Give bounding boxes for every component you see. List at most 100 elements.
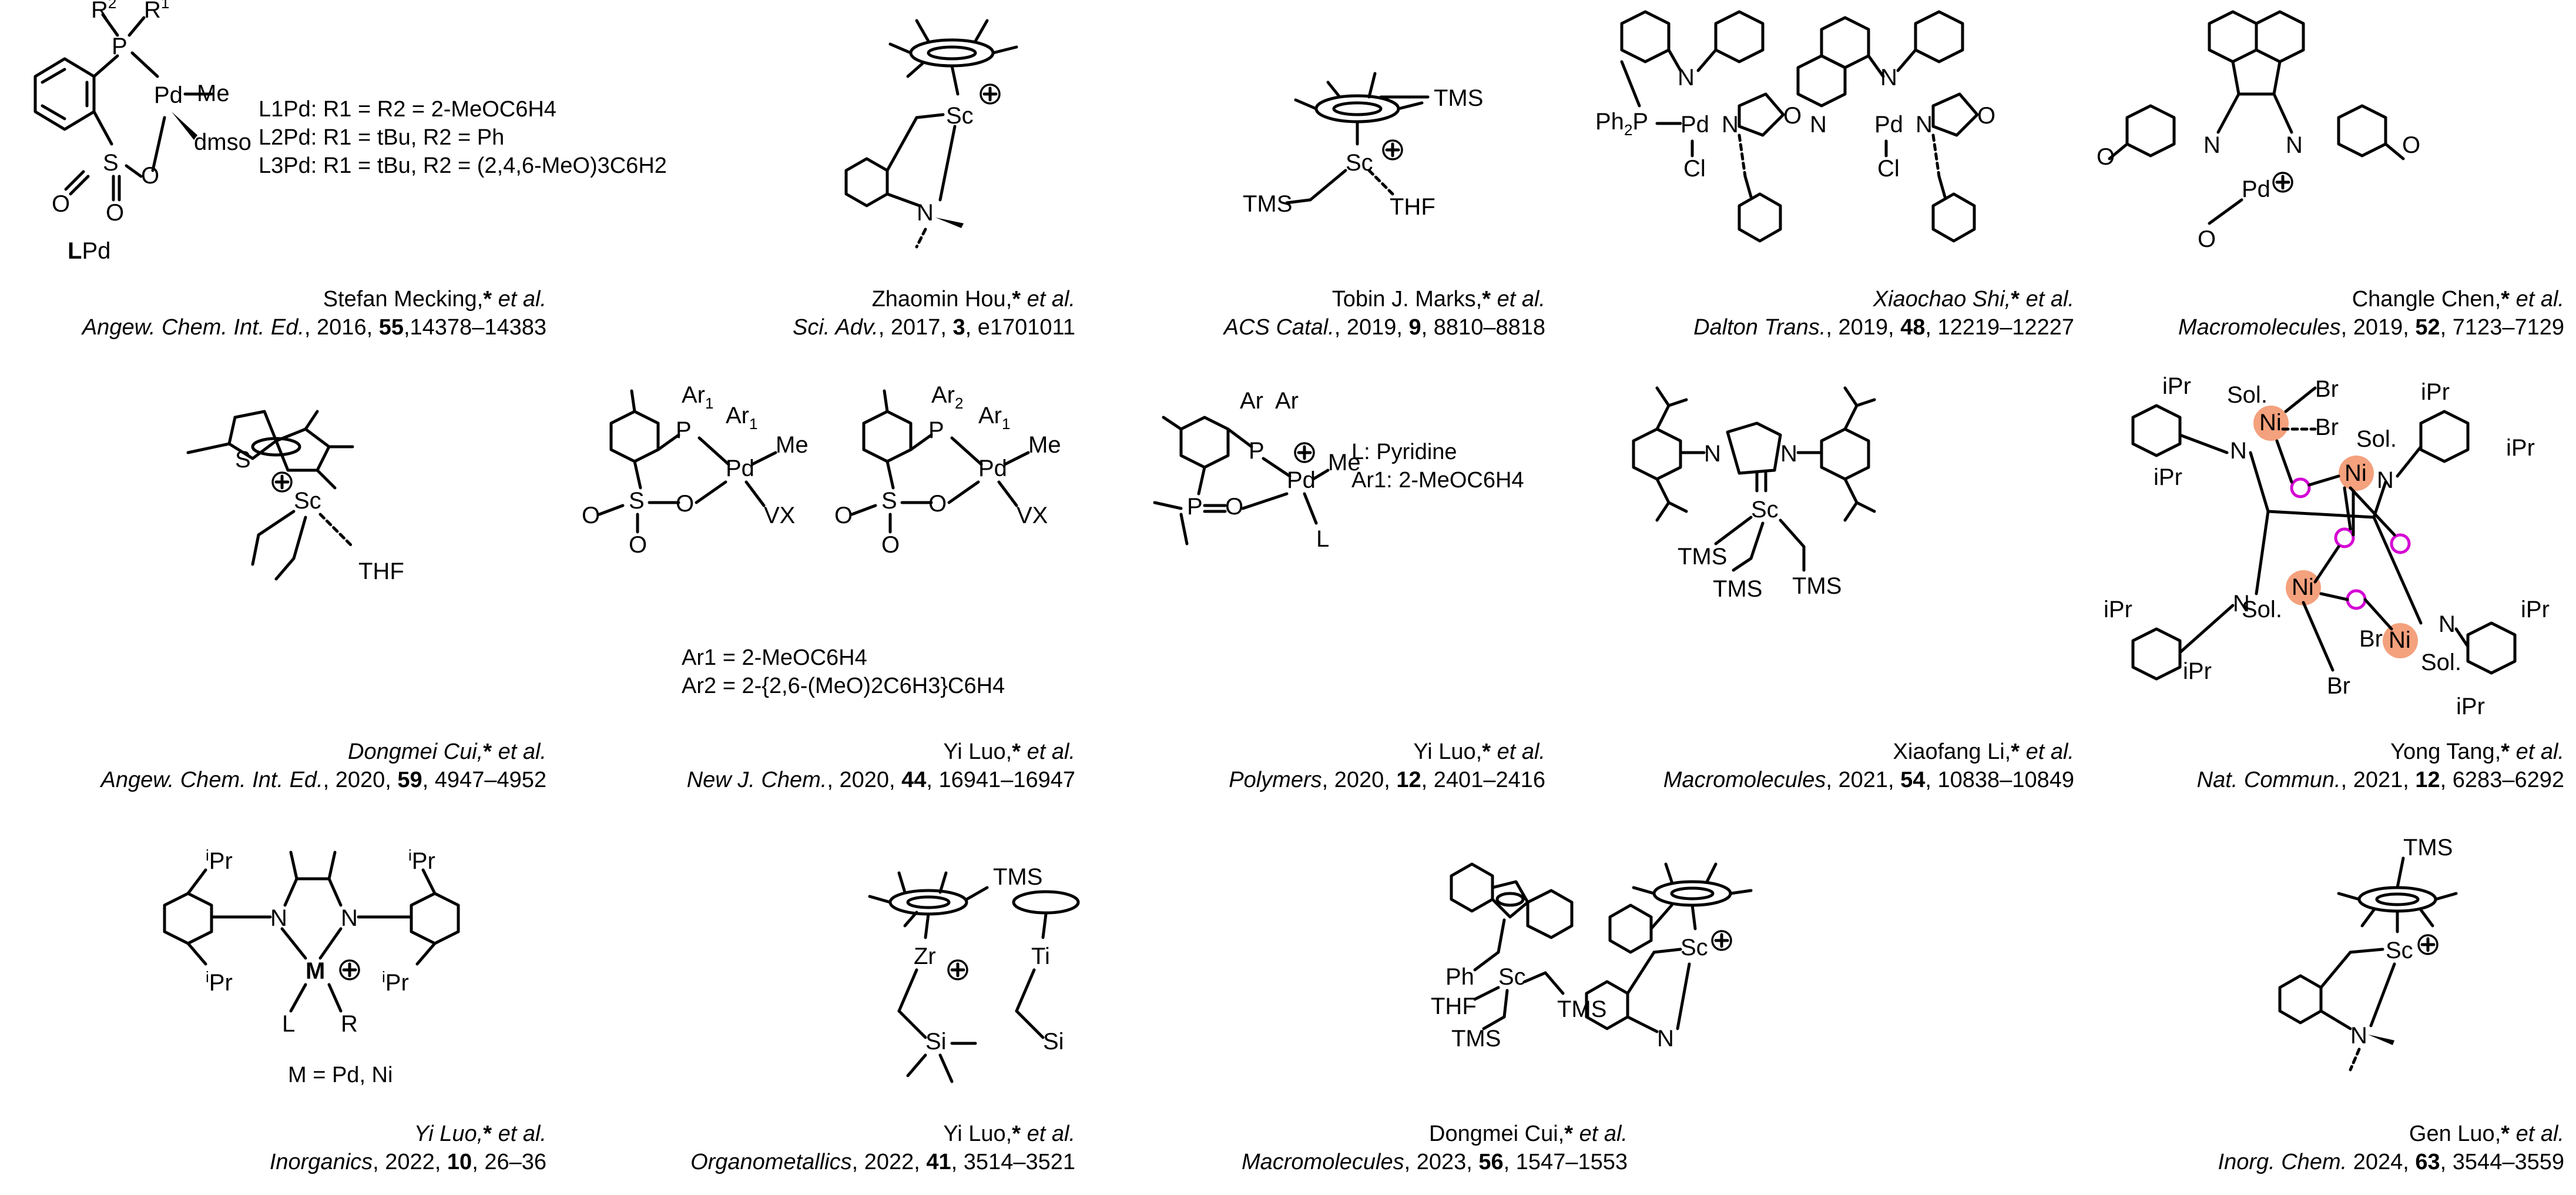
atom-vx2: VX [1017,503,1048,528]
atom-o: O [1225,494,1243,520]
atom-ipr-8: iPr [2456,694,2485,719]
atom-ipr-7: iPr [2521,597,2550,622]
atom-n-2: N [2377,467,2394,493]
citation-year: , 2019, [1334,315,1409,340]
atom-n: N [1657,1026,1674,1052]
citation-year: , 2017, [878,315,953,340]
atom-sol-2: Sol. [2356,426,2397,452]
citation-year: , 2023, [1404,1150,1479,1174]
atom-tms-1: TMS [1451,1026,1501,1052]
atom-sc: Sc [2386,938,2413,963]
aryl-legend: Ar1 = 2-MeOC6H4 Ar2 = 2-{2,6-(MeO)2C6H3}… [682,644,1005,700]
atom-vx: VX [764,503,795,528]
atom-n-2: N [341,905,358,931]
citation-pages: ,14378–14383 [403,315,546,340]
atom-s: S [103,150,119,176]
citation-shi: Xiaochao Shi,* et al. Dalton Trans., 201… [1693,287,2074,340]
atom-r: R [341,1011,358,1037]
atom-tms-2: TMS [1557,996,1606,1022]
oxygen-4 [2346,589,2367,610]
panel-luo-organometallics: TMS Zr Si TMS Ti Si Yi Luo,* et al. Orga… [564,823,1093,1195]
citation-luo-inorganics: Yi Luo,* et al. Inorganics, 2022, 10, 26… [269,1122,546,1174]
citation-pages: , 10838–10849 [1925,768,2074,792]
citation-year: , 2022, [851,1150,927,1174]
citation-year: , 2021, [1826,768,1901,792]
label-lpd: LPd [68,238,110,264]
atom-pd: Pd [154,82,183,108]
ni-highlight-4 [2383,623,2418,658]
citation-pages: , 2401–2416 [1421,768,1545,792]
panel-hou: Sc N Zhaomin Hou,* et al. Sci. Adv., 201… [564,0,1093,353]
citation-author: Zhaomin Hou, [871,287,1012,312]
atom-ar-1: Ar [1240,388,1263,414]
atom-thf: THF [358,558,404,584]
citation-pages: , 1547–1553 [1503,1150,1628,1174]
citation-author: Dongmei Cui, [348,739,484,764]
citation-volume: 12 [2415,768,2440,792]
panel-luo-njc: P Ar1 Ar1 Pd Me VX S O O O P Ar2 Ar1 Pd … [564,376,1093,805]
citation-volume: 52 [2415,315,2440,340]
legend-l1pd: L1Pd: R1 = R2 = 2-MeOC6H4 [259,97,556,122]
atom-o2: O [106,200,124,226]
citation-pages: , 8810–8818 [1421,315,1545,340]
ligand-legend: L1Pd: R1 = R2 = 2-MeOC6H4 L2Pd: R1 = tBu… [259,95,667,180]
atom-o3: O [141,163,159,189]
oxygen-1 [2290,477,2311,498]
legend-ar2: Ar2 = 2-{2,6-(MeO)2C6H3}C6H4 [682,674,1005,698]
atom-o1: O [52,191,70,217]
citation-year: , 2020, [827,768,902,792]
citation-author: Gen Luo, [2409,1122,2501,1146]
citation-cui-2020: Dongmei Cui,* et al. Angew. Chem. Int. E… [100,739,546,792]
panel-marks: TMS Sc TMS THF Tobin J. Marks,* et al. A… [1093,0,1563,353]
citation-marks: Tobin J. Marks,* et al. ACS Catal., 2019… [1223,287,1545,340]
citation-year: 2024, [2347,1150,2416,1174]
atom-me-label-2: Me [1028,432,1061,458]
citation-journal: Macromolecules [1663,768,1826,792]
citation-year: , 2020, [323,768,398,792]
citation-star: * [483,287,492,312]
citation-volume: 3 [952,315,965,340]
atom-p: P [112,34,128,59]
atom-ph: Ph [1445,964,1474,990]
atom-n-1: N [270,905,287,931]
atom-ipr-4: iPr [382,968,409,996]
atom-ni-2: Ni [2344,460,2367,486]
atom-dmso: dmso [194,129,251,155]
atom-ipr-6: iPr [2183,658,2212,684]
atom-ph2p: Ph2P [1595,109,1648,139]
citation-hou: Zhaomin Hou,* et al. Sci. Adv., 2017, 3,… [793,287,1075,340]
citation-author: Yi Luo, [943,1122,1012,1146]
atom-o4: O [834,503,853,528]
panel-mecking: P R2 R1 Pd Me Me dmso S O O O LPd L1Pd: … [0,0,667,353]
citation-journal: Angew. Chem. Int. Ed. [82,315,304,340]
citation-journal: Sci. Adv. [793,315,878,340]
atom-n: N [917,200,934,226]
citation-author: Tobin J. Marks, [1331,287,1482,312]
atom-cl2: Cl [1877,156,1900,182]
citation-volume: 44 [901,768,927,792]
atom-sc-1: Sc [1498,964,1526,990]
panel-li: N N Sc TMS TMS TMS Xiaofang Li,* et al. … [1563,376,2092,805]
citation-volume: 12 [1396,768,1421,792]
structure-fluorenyl-sc-pair: Ph Sc THF TMS TMS Sc N [1431,862,1753,1052]
citation-luo-organometallics: Yi Luo,* et al. Organometallics, 2022, 4… [690,1122,1075,1174]
panel-cui-2023: Ph Sc THF TMS TMS Sc N Dongmei Cui,* et … [1093,823,1775,1195]
legend-ar1: Ar1: 2-MeOC6H4 [1351,468,1524,493]
citation-pages: , 4947–4952 [422,768,546,792]
atom-thf: THF [1431,993,1477,1019]
atom-n3: N [1810,112,1827,138]
atom-m: M [306,958,325,984]
metal-legend: M = Pd, Ni [288,1063,393,1087]
atom-cl: Cl [1683,156,1706,182]
citation-author: Yi Luo, [414,1122,484,1146]
atom-sc: Sc [1751,497,1779,523]
atom-n: N [1704,441,1721,467]
atom-o5: O [881,532,900,558]
atom-pd: Pd [726,456,754,481]
citation-volume: 59 [397,768,422,792]
panel-tang: Ni Ni Ni Ni Br Br Sol. Sol. Sol. Sol. Br… [2092,373,2576,805]
citation-li: Xiaofang Li,* et al. Macromolecules, 202… [1663,739,2074,792]
atom-n: N [2350,1023,2367,1049]
atom-p: P [1249,438,1264,464]
atom-o1: O [582,503,600,528]
